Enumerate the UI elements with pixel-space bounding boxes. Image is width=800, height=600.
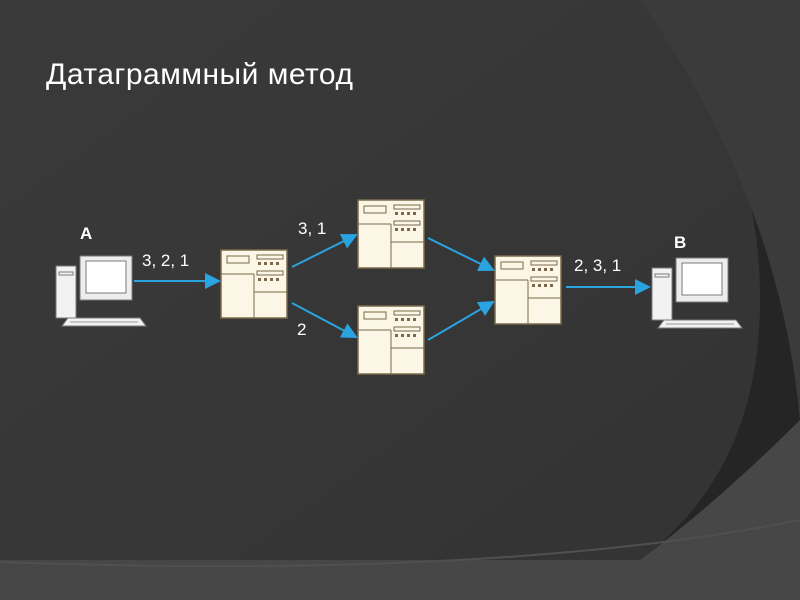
host-b-computer-icon <box>651 257 743 329</box>
link-r1-r3 <box>291 302 358 338</box>
link-r4-b-label: 2, 3, 1 <box>574 256 622 275</box>
link-r3-r4 <box>427 300 495 341</box>
host-a-label: A <box>80 224 93 243</box>
link-r1-r2 <box>291 234 358 268</box>
link-r2-r4 <box>427 237 495 271</box>
router-1-icon <box>220 249 288 319</box>
host-b-label: B <box>674 233 687 252</box>
router-2-icon <box>357 199 425 269</box>
link-r1-r2-label: 3, 1 <box>298 219 327 238</box>
router-3-icon <box>357 305 425 375</box>
link-r1-r3-label: 2 <box>297 320 307 339</box>
link-a-r1-label: 3, 2, 1 <box>142 251 190 270</box>
host-a-computer-icon <box>55 255 147 327</box>
router-4-icon <box>494 255 562 325</box>
slide-title: Датаграммный метод <box>46 58 354 91</box>
